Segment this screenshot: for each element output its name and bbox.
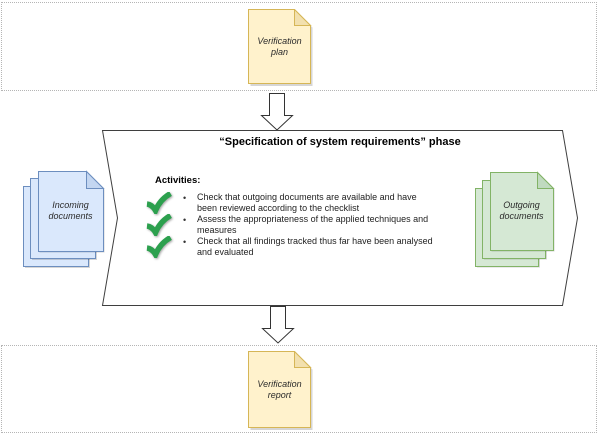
bullet: • (183, 215, 187, 225)
activities-list: • Check that outgoing documents are avai… (145, 192, 445, 258)
activity-item: • Check that outgoing documents are avai… (145, 192, 445, 214)
phase-title: “Specification of system requirements” p… (219, 136, 461, 148)
outgoing-documents-label: Outgoing documents (499, 200, 544, 221)
phase-shape (101, 130, 579, 306)
bullet: • (183, 237, 187, 247)
arrow-down-icon (260, 93, 294, 131)
incoming-documents-label: Incoming documents (48, 200, 93, 221)
document-icon (248, 8, 313, 86)
document-icon (248, 350, 313, 430)
arrow-down-icon (261, 306, 295, 344)
verification-report-document: Verification report (248, 350, 314, 431)
outgoing-documents-stack: Outgoing documents (473, 170, 559, 270)
bullet: • (183, 193, 187, 203)
documents-stack-icon (23, 170, 105, 268)
documents-stack-icon (475, 171, 555, 268)
verification-plan-label: Verification plan (257, 35, 302, 57)
activity-text: Check that all findings tracked thus far… (197, 236, 433, 257)
checkmark-icon (146, 236, 172, 258)
checkmark-icon (146, 214, 172, 236)
incoming-documents-stack: Incoming documents (21, 169, 107, 271)
activity-text: Assess the appropriateness of the applie… (197, 214, 429, 235)
activity-item: • Assess the appropriateness of the appl… (145, 214, 445, 236)
activity-item: • Check that all findings tracked thus f… (145, 236, 445, 258)
verification-plan-document: Verification plan (248, 8, 314, 87)
verification-report-label: Verification report (257, 378, 302, 400)
activities-heading: Activities: (155, 175, 201, 186)
checkmark-icon (146, 192, 172, 214)
activity-text: Check that outgoing documents are availa… (197, 192, 417, 213)
